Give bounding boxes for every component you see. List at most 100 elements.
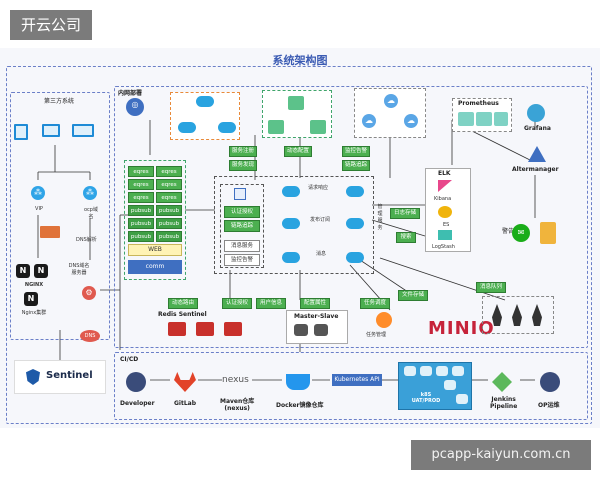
logstash-label: LogStash bbox=[432, 244, 455, 250]
grafana-icon bbox=[527, 104, 545, 122]
logstash-icon bbox=[438, 230, 452, 240]
grafana-label: Grafana bbox=[524, 125, 551, 132]
k8s-pod-icon bbox=[404, 366, 416, 376]
queue-cell: eqres bbox=[156, 179, 182, 190]
monitor-alert-tag: 监控告警 bbox=[342, 146, 370, 157]
k8s-pod-icon bbox=[452, 366, 464, 376]
gateway-functions-icon bbox=[234, 188, 246, 200]
docker-label: Docker镜像仓库 bbox=[276, 402, 324, 409]
dns-server-label: DNS域名 服务器 bbox=[68, 263, 90, 276]
third-party-frame bbox=[10, 92, 110, 340]
k8s-pod-icon bbox=[444, 380, 456, 390]
jenkins-icon bbox=[492, 372, 512, 392]
docker-icon bbox=[286, 374, 310, 390]
circuit-break-tag: 链路追踪 bbox=[342, 160, 370, 171]
search-tag: 搜索 bbox=[396, 232, 416, 243]
msg-queue-tag: 消息队列 bbox=[476, 282, 506, 293]
queue-cell: eqres bbox=[128, 166, 154, 177]
gateway-functions-frame bbox=[220, 184, 264, 268]
file-storage-tag: 文件存储 bbox=[398, 290, 428, 301]
dns-server-icon: ⚙ bbox=[82, 286, 96, 300]
message-label: 消息 bbox=[316, 251, 327, 257]
trace-function: 链路追踪 bbox=[224, 220, 260, 232]
minio-logo: MINIO bbox=[428, 318, 495, 339]
nginx-icon: N bbox=[16, 264, 30, 278]
tablet-icon bbox=[14, 124, 28, 140]
zookeeper-node-icon bbox=[218, 122, 236, 133]
queue-cell: pubsub bbox=[156, 231, 182, 242]
nexus-logo: nexus bbox=[222, 375, 249, 385]
elk-label: ELK bbox=[438, 170, 451, 177]
kubernetes-api: Kubernetes API bbox=[332, 374, 382, 386]
task-manage-label: 任务管理 bbox=[366, 332, 387, 338]
k8s-pod-icon bbox=[420, 366, 432, 376]
alertmanager-label: Altermanager bbox=[512, 166, 559, 173]
jenkins-label: Jenkins Pipeline bbox=[490, 396, 518, 410]
nginx-icon: N bbox=[34, 264, 48, 278]
internal-frame bbox=[114, 86, 588, 348]
core-service-frame bbox=[214, 176, 374, 274]
maven-label: Maven仓库 (nexus) bbox=[220, 398, 255, 412]
gitlab-label: GitLab bbox=[174, 400, 197, 407]
queue-cell: eqres bbox=[128, 192, 154, 203]
nginx-text: NGINX bbox=[24, 282, 44, 288]
developer-label: Developer bbox=[120, 400, 155, 407]
rocket-icon bbox=[512, 304, 522, 326]
discovery-tag: 服务发现 bbox=[229, 160, 257, 171]
queue-grid bbox=[124, 160, 186, 280]
comm-layer: comm bbox=[128, 260, 182, 274]
nacos-node-icon bbox=[310, 120, 326, 134]
k8s-cluster-label: k8S UAT/PROD bbox=[411, 392, 441, 404]
monitor-icon bbox=[42, 124, 60, 137]
site-watermark: pcapp-kaiyun.com.cn bbox=[411, 440, 591, 470]
db-icon bbox=[294, 324, 308, 336]
nginx-cluster-label: Nginx集群 bbox=[21, 310, 47, 316]
kibana-label: Kibana bbox=[434, 196, 452, 202]
metrics-icon: ☁ bbox=[404, 114, 418, 128]
service-node-icon bbox=[346, 218, 364, 229]
nacos-node-icon bbox=[288, 96, 304, 110]
registry-tag: 服务注册 bbox=[229, 146, 257, 157]
k8s-pod-icon bbox=[436, 366, 448, 376]
service-node-icon bbox=[282, 218, 300, 229]
master-slave-label: Master-Slave bbox=[294, 313, 339, 320]
laptop-icon bbox=[72, 124, 94, 137]
internal-title: 内网部署 bbox=[118, 90, 143, 97]
opentracing-icon: ☁ bbox=[362, 114, 376, 128]
ocp-domain-icon: ⁂ bbox=[83, 186, 97, 200]
service-node-icon bbox=[282, 252, 300, 263]
wechat-icon: ✉ bbox=[512, 224, 530, 242]
prometheus-node-icon bbox=[494, 112, 508, 126]
watermark: 开云公司 bbox=[10, 10, 92, 40]
rocket-icon bbox=[492, 304, 502, 326]
service-node-icon bbox=[346, 252, 364, 263]
auth-grant-tag: 认证授权 bbox=[222, 298, 252, 309]
alarm-label: 警告 bbox=[502, 228, 515, 235]
nginx-icon: N bbox=[24, 292, 38, 306]
task-schedule-tag: 任务调度 bbox=[360, 298, 390, 309]
es-icon bbox=[438, 206, 452, 218]
dns-parse-label: DNS解析 bbox=[76, 237, 97, 243]
cicd-frame bbox=[114, 352, 588, 420]
firewall-icon bbox=[40, 226, 60, 238]
ocp-domain-label: ocp域 名 bbox=[84, 207, 98, 220]
queue-cell: pubsub bbox=[128, 205, 154, 216]
auth-function: 认证授权 bbox=[224, 206, 260, 218]
zookeeper-node-icon bbox=[178, 122, 196, 133]
dynamic-route-tag: 动态路由 bbox=[168, 298, 198, 309]
redis-sentinel-label: Redis Sentinel bbox=[158, 311, 207, 318]
dynamic-config-tag: 动态配置 bbox=[284, 146, 312, 157]
sentinel-icon bbox=[26, 369, 40, 385]
queue-cell: eqres bbox=[156, 166, 182, 177]
queue-cell: pubsub bbox=[156, 218, 182, 229]
queue-cell: pubsub bbox=[128, 231, 154, 242]
web-layer: WEB bbox=[128, 244, 182, 256]
prometheus-node-icon bbox=[476, 112, 492, 126]
service-node-icon bbox=[346, 186, 364, 197]
pub-sub-label: 发布订阅 bbox=[310, 217, 331, 223]
config-attr-tag: 配置属性 bbox=[300, 298, 330, 309]
rocket-icon bbox=[532, 304, 542, 326]
es-label: ES bbox=[443, 222, 450, 228]
monitor-function: 监控告警 bbox=[224, 254, 260, 266]
